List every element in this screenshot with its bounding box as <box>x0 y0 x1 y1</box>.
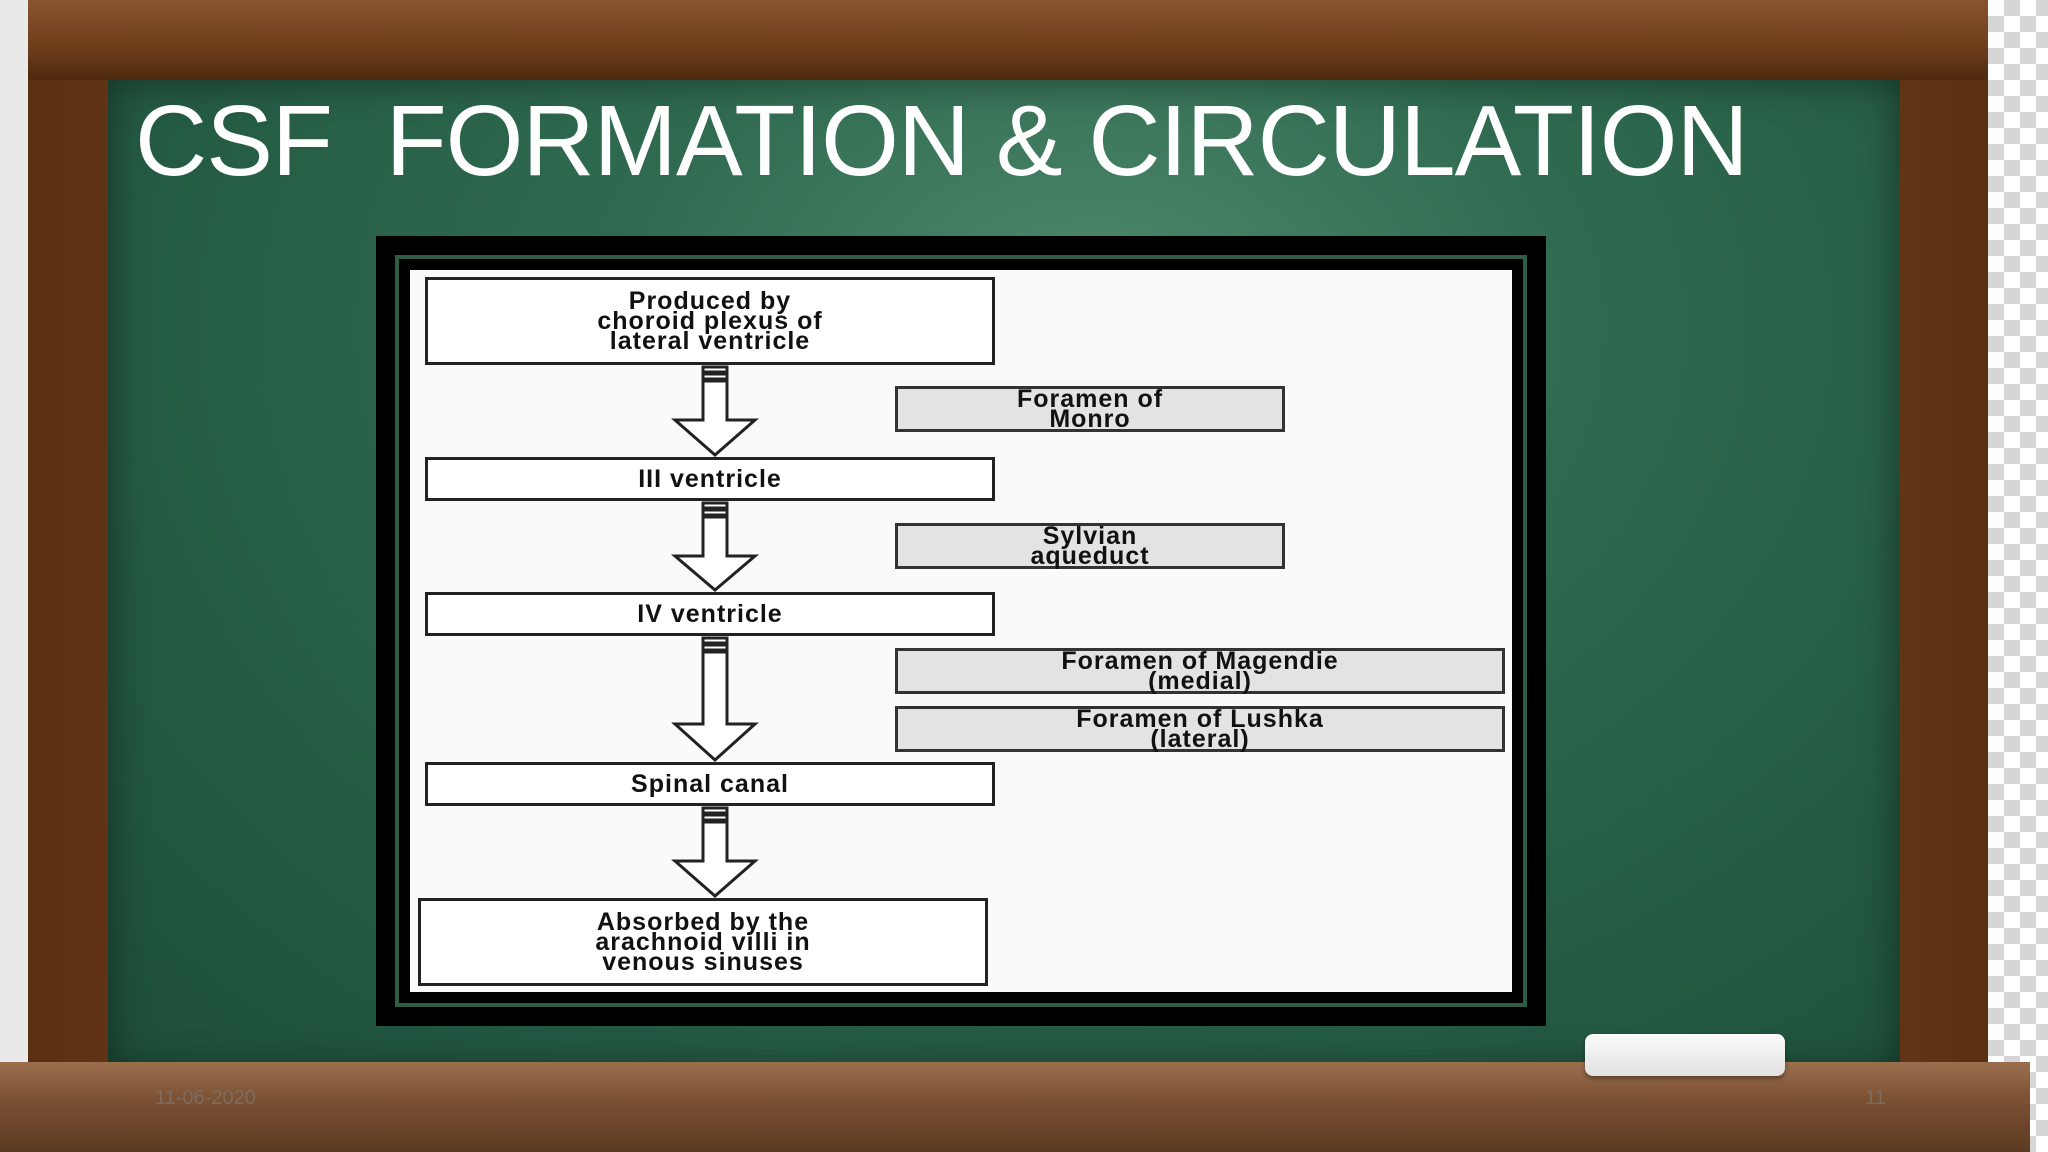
slide-number: 11 <box>1865 1087 1886 1109</box>
label-foramen-of-monro: Foramen of Monro <box>895 386 1285 432</box>
label-foramen-of-lushka: Foramen of Lushka (lateral) <box>895 706 1505 752</box>
flow-box-arachnoid-villi: Absorbed by the arachnoid villi in venou… <box>418 898 988 986</box>
figure-inner-border <box>395 255 1527 1007</box>
label-foramen-of-magendie: Foramen of Magendie (medial) <box>895 648 1505 694</box>
eraser <box>1585 1034 1785 1076</box>
label-sylvian-aqueduct: Sylvian aqueduct <box>895 523 1285 569</box>
flow-box-spinal-canal: Spinal canal <box>425 762 995 806</box>
flow-box-third-ventricle: III ventricle <box>425 457 995 501</box>
chalkboard-frame-top <box>28 0 1988 80</box>
flow-box-choroid-plexus: Produced by choroid plexus of lateral ve… <box>425 277 995 365</box>
down-arrow-4 <box>671 806 759 898</box>
chalk-ledge <box>0 1062 2030 1152</box>
down-arrow-2 <box>670 501 760 592</box>
transparency-background <box>1988 0 2048 1152</box>
flow-box-fourth-ventricle: IV ventricle <box>425 592 995 636</box>
down-arrow-1 <box>671 365 759 457</box>
slide-date: 11-06-2020 <box>155 1087 256 1109</box>
slide-title: CSF FORMATION & CIRCULATION <box>135 85 1749 197</box>
down-arrow-3 <box>671 636 759 763</box>
